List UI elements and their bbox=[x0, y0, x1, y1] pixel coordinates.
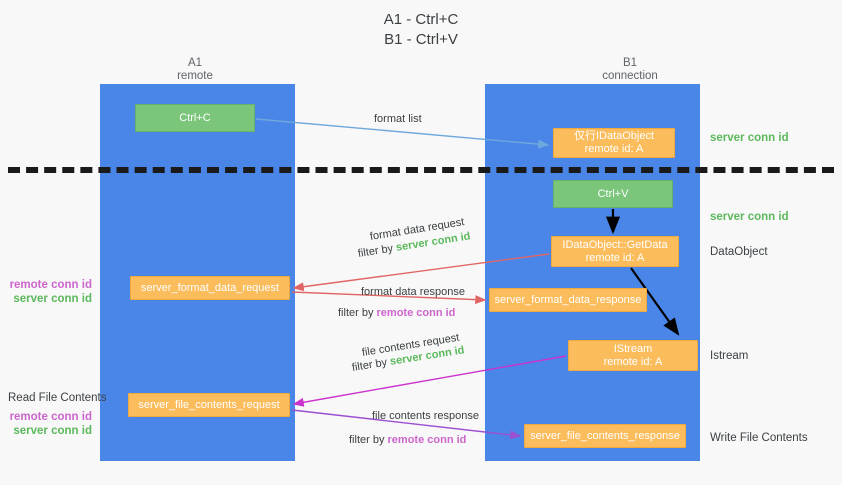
box-copy-idataobject-line2: remote id: A bbox=[584, 143, 644, 155]
box-ctrl-c[interactable]: Ctrl+C bbox=[135, 104, 255, 132]
arrow-label-format-data-response-filter: filter by remote conn id bbox=[338, 305, 455, 321]
label-remote-conn-id-format: remote conn id bbox=[9, 279, 92, 291]
filter-by-text-2: filter by bbox=[338, 307, 374, 319]
label-write-file-contents: Write File Contents bbox=[710, 432, 808, 444]
box-server-format-data-response-label: server_format_data_response bbox=[494, 293, 642, 306]
label-istream: Istream bbox=[710, 350, 749, 362]
box-server-file-contents-response-label: server_file_contents_response bbox=[530, 429, 680, 442]
label-server-conn-id-paste: server conn id bbox=[710, 211, 789, 223]
filter-by-text-3: filter by bbox=[351, 356, 388, 374]
arrow-label-format-list: format list bbox=[374, 113, 422, 125]
box-server-file-contents-request[interactable]: server_file_contents_request bbox=[128, 393, 290, 417]
column-header-b1: B1 connection bbox=[525, 57, 735, 83]
label-remote-conn-id-file: remote conn id bbox=[9, 411, 92, 423]
column-header-a1-sub: remote bbox=[177, 70, 213, 82]
arrow-label-file-contents-response-filter: filter by remote conn id bbox=[349, 432, 466, 448]
label-server-conn-id-format: server conn id bbox=[13, 293, 92, 305]
box-copy-idataobject[interactable]: 仅行IDataObject remote id: A bbox=[553, 128, 675, 158]
box-server-format-data-response[interactable]: server_format_data_response bbox=[489, 288, 647, 312]
column-header-b1-name: B1 bbox=[622, 57, 638, 69]
box-ctrl-v-line1: Ctrl+V bbox=[597, 187, 629, 200]
box-istream-line1: IStream bbox=[613, 342, 653, 355]
dashed-divider bbox=[8, 167, 834, 173]
arrow-label-format-data-response: format data response bbox=[361, 286, 465, 298]
filter-by-text-4: filter by bbox=[349, 434, 385, 446]
box-server-format-data-request-label: server_format_data_request bbox=[140, 281, 280, 294]
box-server-format-data-request[interactable]: server_format_data_request bbox=[130, 276, 290, 300]
filter-remote-conn-id-4: remote conn id bbox=[387, 434, 467, 446]
box-ctrl-c-line1: Ctrl+C bbox=[179, 111, 211, 124]
label-conn-ids-file: remote conn id server conn id bbox=[0, 410, 92, 438]
page-title: A1 - Ctrl+C B1 - Ctrl+V bbox=[383, 11, 459, 48]
label-dataobject: DataObject bbox=[710, 246, 768, 258]
box-server-file-contents-response[interactable]: server_file_contents_response bbox=[524, 424, 686, 448]
column-header-a1: A1 remote bbox=[90, 57, 300, 83]
label-read-file-contents: Read File Contents bbox=[8, 392, 107, 404]
label-server-conn-id-top: server conn id bbox=[710, 132, 789, 144]
column-header-a1-name: A1 bbox=[187, 57, 203, 69]
filter-remote-conn-id-2: remote conn id bbox=[376, 307, 456, 319]
box-istream[interactable]: IStream remote id: A bbox=[568, 340, 698, 371]
arrow-label-file-contents-response: file contents response bbox=[372, 410, 480, 422]
box-getdata-line1: IDataObject::GetData bbox=[562, 238, 668, 251]
box-istream-line2: remote id: A bbox=[603, 355, 663, 368]
box-ctrl-v[interactable]: Ctrl+V bbox=[553, 180, 673, 208]
label-conn-ids-format: remote conn id server conn id bbox=[0, 278, 92, 306]
filter-by-text-1: filter by bbox=[357, 242, 394, 260]
box-server-file-contents-request-label: server_file_contents_request bbox=[138, 398, 280, 411]
box-idataobject-getdata[interactable]: IDataObject::GetData remote id: A bbox=[551, 236, 679, 267]
box-copy-idataobject-line1: 仅行IDataObject bbox=[573, 130, 655, 142]
label-server-conn-id-file: server conn id bbox=[13, 425, 92, 437]
column-header-b1-sub: connection bbox=[602, 70, 658, 82]
box-getdata-line2: remote id: A bbox=[585, 251, 645, 264]
